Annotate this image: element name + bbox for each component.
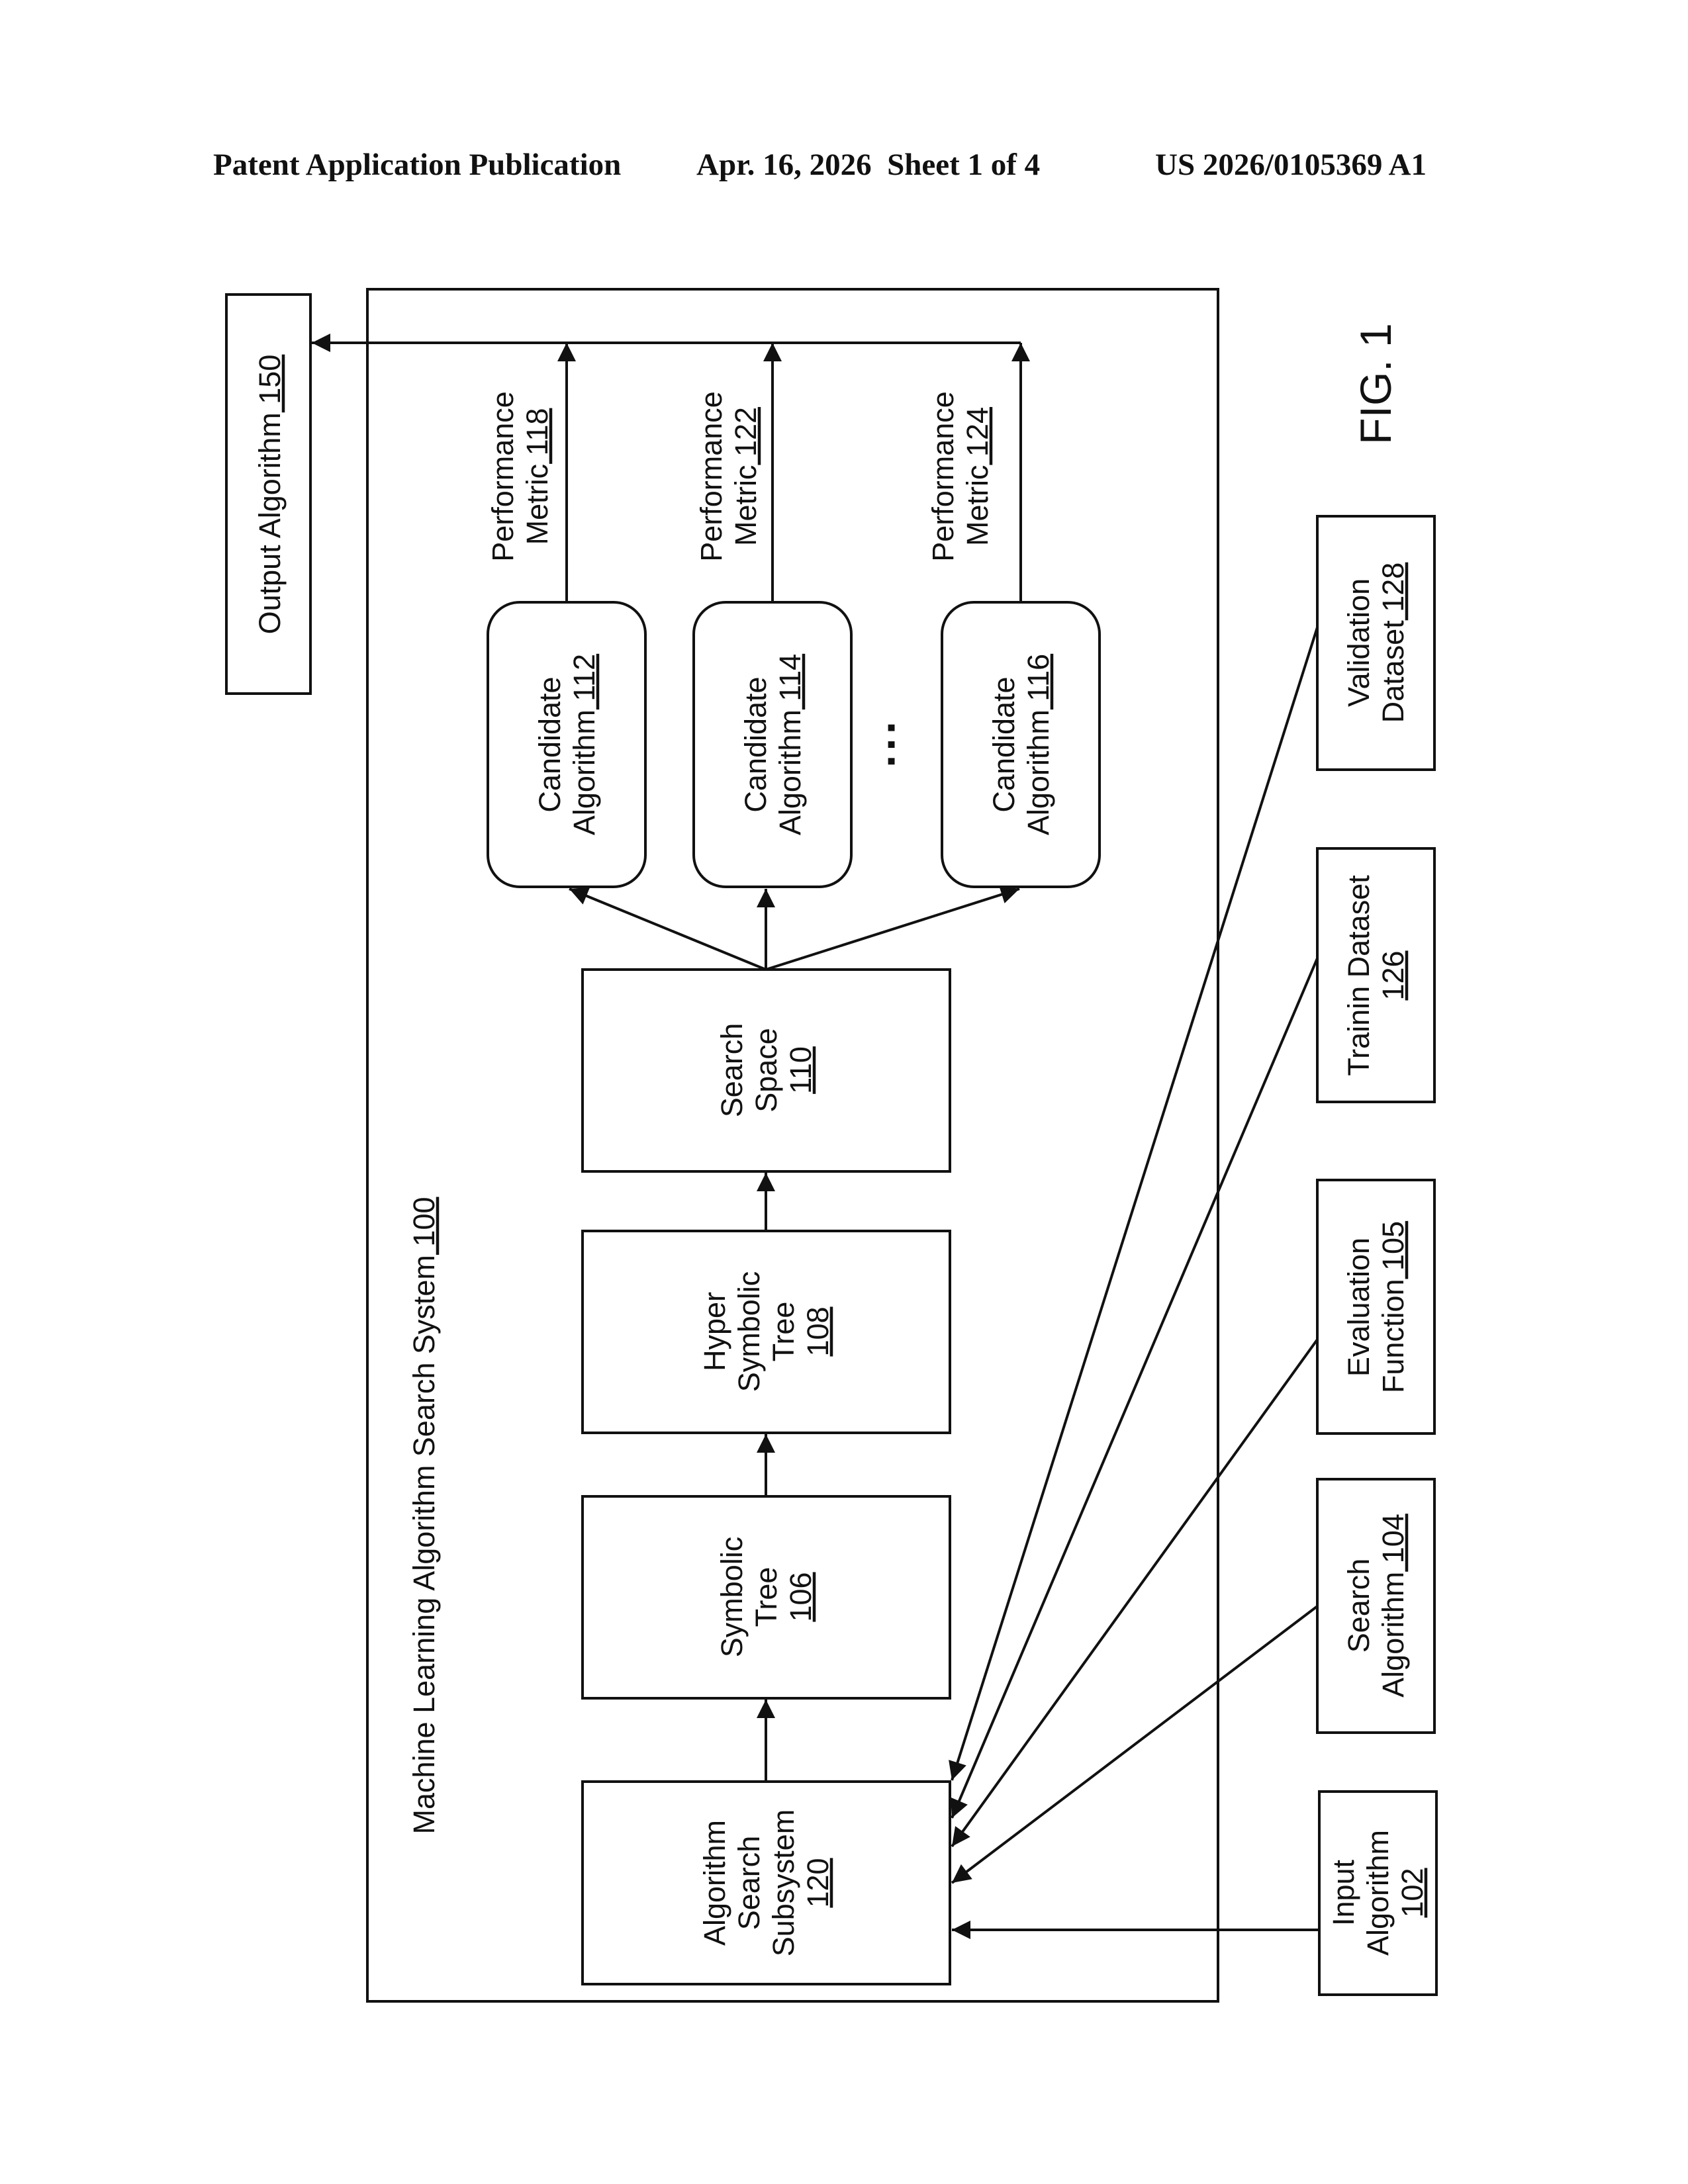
arrow-search-algorithm xyxy=(952,1606,1317,1883)
algorithm-search-subsystem-label: AlgorithmSearchSubsystem120 xyxy=(698,1809,835,1957)
arrow-training-dataset xyxy=(952,958,1317,1818)
candidate-algorithm-label-ref: 116 xyxy=(1021,654,1055,709)
candidate-algorithm-label-line1: Candidate xyxy=(533,676,567,812)
search-space-label-line1: Search xyxy=(715,1023,749,1118)
symbolic-tree-label-ref: 106 xyxy=(784,1572,818,1621)
candidate-algorithm-label-line1: Candidate xyxy=(739,676,773,812)
performance-metric-label-ref: 118 xyxy=(520,408,554,464)
training-dataset-label-ref: 126 xyxy=(1376,950,1410,1000)
arrow-search-space-to-candidate-112 xyxy=(569,889,766,970)
performance-metric-label: PerformanceMetric 124 xyxy=(926,391,994,562)
validation-dataset-label-line1: Validation xyxy=(1342,578,1376,707)
search-space-label-ref: 110 xyxy=(784,1046,818,1094)
output-algorithm-label: Output Algorithm 150 xyxy=(253,355,287,635)
search-space-label: SearchSpace110 xyxy=(715,1023,818,1118)
algorithm-search-subsystem-label-line2: Search xyxy=(732,1836,766,1931)
symbolic-tree-label-line1: Symbolic xyxy=(715,1537,749,1658)
system-label-ref: 100 xyxy=(407,1197,441,1255)
training-dataset-label: Trainin Dataset126 xyxy=(1342,875,1410,1076)
system-label-text: Machine Learning Algorithm Search System xyxy=(407,1255,441,1834)
hyper-symbolic-tree-label-line2: Symbolic xyxy=(732,1271,766,1392)
hyper-symbolic-tree-label-ref: 108 xyxy=(801,1306,835,1356)
validation-dataset-label-ref: 128 xyxy=(1376,563,1410,621)
search-algorithm-label-line1: Search xyxy=(1342,1559,1376,1653)
candidate-algorithm-label-line2: Algorithm xyxy=(773,709,807,835)
performance-metric-label-ref: 124 xyxy=(961,407,994,465)
candidate-algorithm-label: CandidateAlgorithm 114 xyxy=(739,654,807,835)
figure-label-text: FIG. 1 xyxy=(1351,323,1400,444)
validation-dataset-label-line2: Dataset xyxy=(1376,620,1410,723)
performance-metric-label-line1: Performance xyxy=(486,391,520,562)
algorithm-search-subsystem-label-line3: Subsystem xyxy=(767,1809,800,1957)
arrow-evaluation-function xyxy=(952,1340,1317,1846)
evaluation-function-label-line2: Function xyxy=(1376,1279,1410,1393)
candidate-algorithm-label: CandidateAlgorithm 112 xyxy=(533,654,601,835)
evaluation-function-label: EvaluationFunction 105 xyxy=(1342,1221,1410,1393)
symbolic-tree-label: SymbolicTree106 xyxy=(715,1537,818,1658)
arrow-search-space-to-candidate-116 xyxy=(766,889,1019,970)
training-dataset-label-line1: Trainin Dataset xyxy=(1342,875,1376,1076)
candidate-algorithm-label-line1: Candidate xyxy=(987,676,1021,812)
figure-label: FIG. 1 xyxy=(1351,323,1400,444)
search-algorithm-label: SearchAlgorithm 104 xyxy=(1342,1514,1410,1698)
candidate-algorithm-label-line2: Algorithm xyxy=(567,709,601,835)
candidate-algorithm-label-ref: 112 xyxy=(567,654,601,709)
output-algorithm-label-text: Output Algorithm xyxy=(253,412,287,634)
input-algorithm-label: InputAlgorithm102 xyxy=(1327,1830,1429,1956)
performance-metric-label-line2: Metric xyxy=(961,465,994,547)
candidate-ellipsis: ▪ ▪ ▪ xyxy=(876,723,906,766)
hyper-symbolic-tree-label-line1: Hyper xyxy=(698,1292,731,1371)
input-algorithm-label-line2: Algorithm xyxy=(1361,1830,1395,1956)
candidate-ellipsis-dots: ▪ ▪ ▪ xyxy=(876,723,906,766)
algorithm-search-subsystem-label-line1: Algorithm xyxy=(698,1820,731,1946)
output-algorithm-label-ref: 150 xyxy=(253,355,287,413)
system-label: Machine Learning Algorithm Search System… xyxy=(407,1197,441,1834)
evaluation-function-label-line1: Evaluation xyxy=(1342,1238,1376,1377)
performance-metric-label: PerformanceMetric 122 xyxy=(694,391,763,562)
validation-dataset-label: ValidationDataset 128 xyxy=(1342,563,1410,723)
hyper-symbolic-tree-label-line3: Tree xyxy=(767,1302,800,1362)
performance-metric-label-ref: 122 xyxy=(729,407,763,465)
search-algorithm-label-line2: Algorithm xyxy=(1376,1572,1410,1698)
evaluation-function-label-ref: 105 xyxy=(1376,1221,1410,1279)
algorithm-search-subsystem-label-ref: 120 xyxy=(801,1858,835,1907)
hyper-symbolic-tree-label: HyperSymbolicTree108 xyxy=(698,1271,835,1392)
input-algorithm-label-line1: Input xyxy=(1327,1859,1360,1926)
performance-metric-label-line2: Metric xyxy=(520,464,554,545)
symbolic-tree-label-line2: Tree xyxy=(749,1567,783,1627)
performance-metric-label: PerformanceMetric 118 xyxy=(486,391,554,562)
input-algorithm-label-ref: 102 xyxy=(1395,1868,1429,1917)
performance-metric-label-line1: Performance xyxy=(926,391,960,562)
search-space-label-line2: Space xyxy=(749,1028,783,1113)
candidate-algorithm-label: CandidateAlgorithm 116 xyxy=(987,654,1055,835)
performance-metric-label-line2: Metric xyxy=(729,465,763,547)
candidate-algorithm-label-line2: Algorithm xyxy=(1021,709,1055,835)
candidate-algorithm-label-ref: 114 xyxy=(773,654,807,709)
performance-metric-label-line1: Performance xyxy=(694,391,728,562)
search-algorithm-label-ref: 104 xyxy=(1376,1514,1410,1572)
